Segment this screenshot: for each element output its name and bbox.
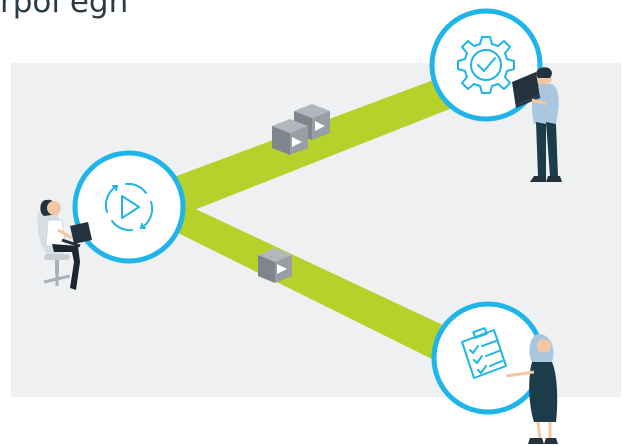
node-review <box>431 301 545 415</box>
node-publish <box>72 150 186 264</box>
checklist-icon <box>461 327 507 379</box>
video-package-2 <box>272 119 308 155</box>
video-package-3 <box>258 248 292 283</box>
play-sync-icon <box>104 182 154 232</box>
node-approve <box>429 8 543 122</box>
person-man-laptop <box>512 67 562 182</box>
flow-beam-upper <box>166 72 470 214</box>
flow-beam-lower <box>168 205 462 366</box>
caption-text: rpol egn <box>0 0 129 20</box>
person-woman-clipboard <box>505 334 558 444</box>
play-icon <box>315 121 325 131</box>
person-seated-woman <box>37 199 92 290</box>
play-icon <box>292 137 302 147</box>
play-icon <box>277 264 287 274</box>
gear-check-icon <box>457 36 515 94</box>
